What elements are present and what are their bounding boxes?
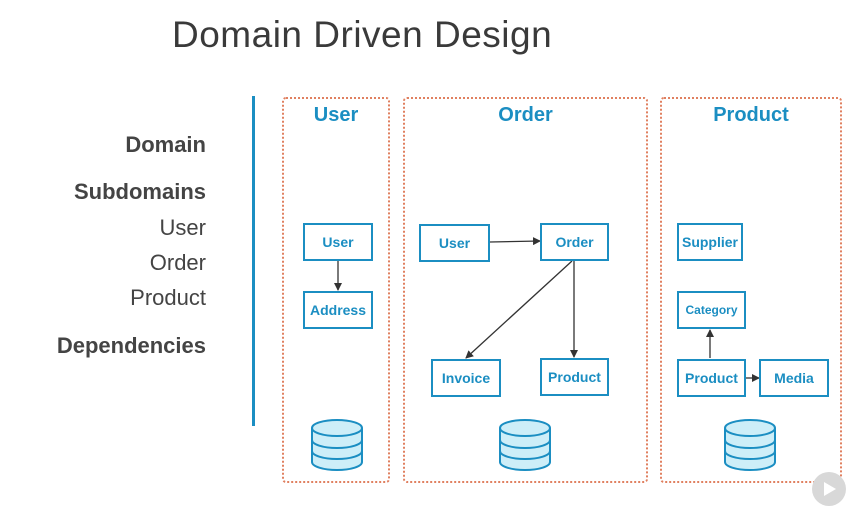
panel-user — [282, 97, 390, 483]
node-product-category: Category — [677, 291, 746, 329]
node-product-product: Product — [677, 359, 746, 397]
panel-order — [403, 97, 648, 483]
panel-title-product: Product — [713, 104, 789, 126]
play-icon — [824, 482, 836, 496]
node-product-supplier: Supplier — [677, 223, 743, 261]
slide-title: Domain Driven Design — [172, 14, 553, 55]
node-order-invoice: Invoice — [431, 359, 501, 397]
panel-product — [660, 97, 842, 483]
play-button[interactable] — [812, 472, 846, 506]
panel-title-user: User — [313, 104, 359, 126]
node-order-order: Order — [540, 223, 609, 261]
label-domain: Domain — [125, 132, 206, 157]
label-dependencies: Dependencies — [56, 333, 206, 358]
node-order-user: User — [419, 224, 490, 262]
vertical-divider — [252, 96, 255, 426]
node-product-media: Media — [759, 359, 829, 397]
node-user-user: User — [303, 223, 373, 261]
label-subdomain-product: Product — [130, 285, 206, 310]
label-subdomain-user: User — [159, 215, 206, 240]
label-subdomain-order: Order — [149, 250, 206, 275]
panel-title-order: Order — [498, 104, 553, 126]
node-user-address: Address — [303, 291, 373, 329]
node-order-product: Product — [540, 358, 609, 396]
label-subdomains: Subdomains — [73, 179, 206, 204]
